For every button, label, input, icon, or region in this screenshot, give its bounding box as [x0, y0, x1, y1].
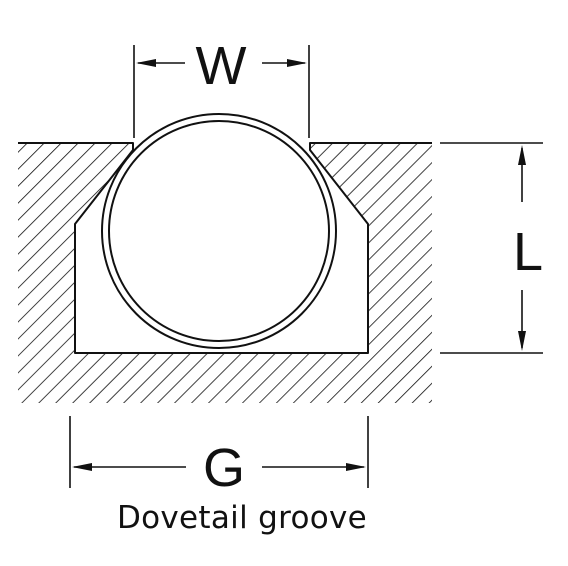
- dimension-w: [133, 45, 310, 138]
- dimension-l-label: L: [513, 222, 543, 282]
- dimension-l: [440, 142, 543, 354]
- dimension-g: [69, 416, 369, 488]
- o-ring-inner: [108, 120, 330, 342]
- o-ring-outer: [101, 113, 337, 349]
- groove-outline: [18, 142, 432, 354]
- dimension-w-label: W: [196, 36, 247, 96]
- dimension-g-label: G: [203, 438, 245, 498]
- hatched-material: [18, 143, 432, 403]
- diagram-caption: Dovetail groove: [116, 500, 368, 536]
